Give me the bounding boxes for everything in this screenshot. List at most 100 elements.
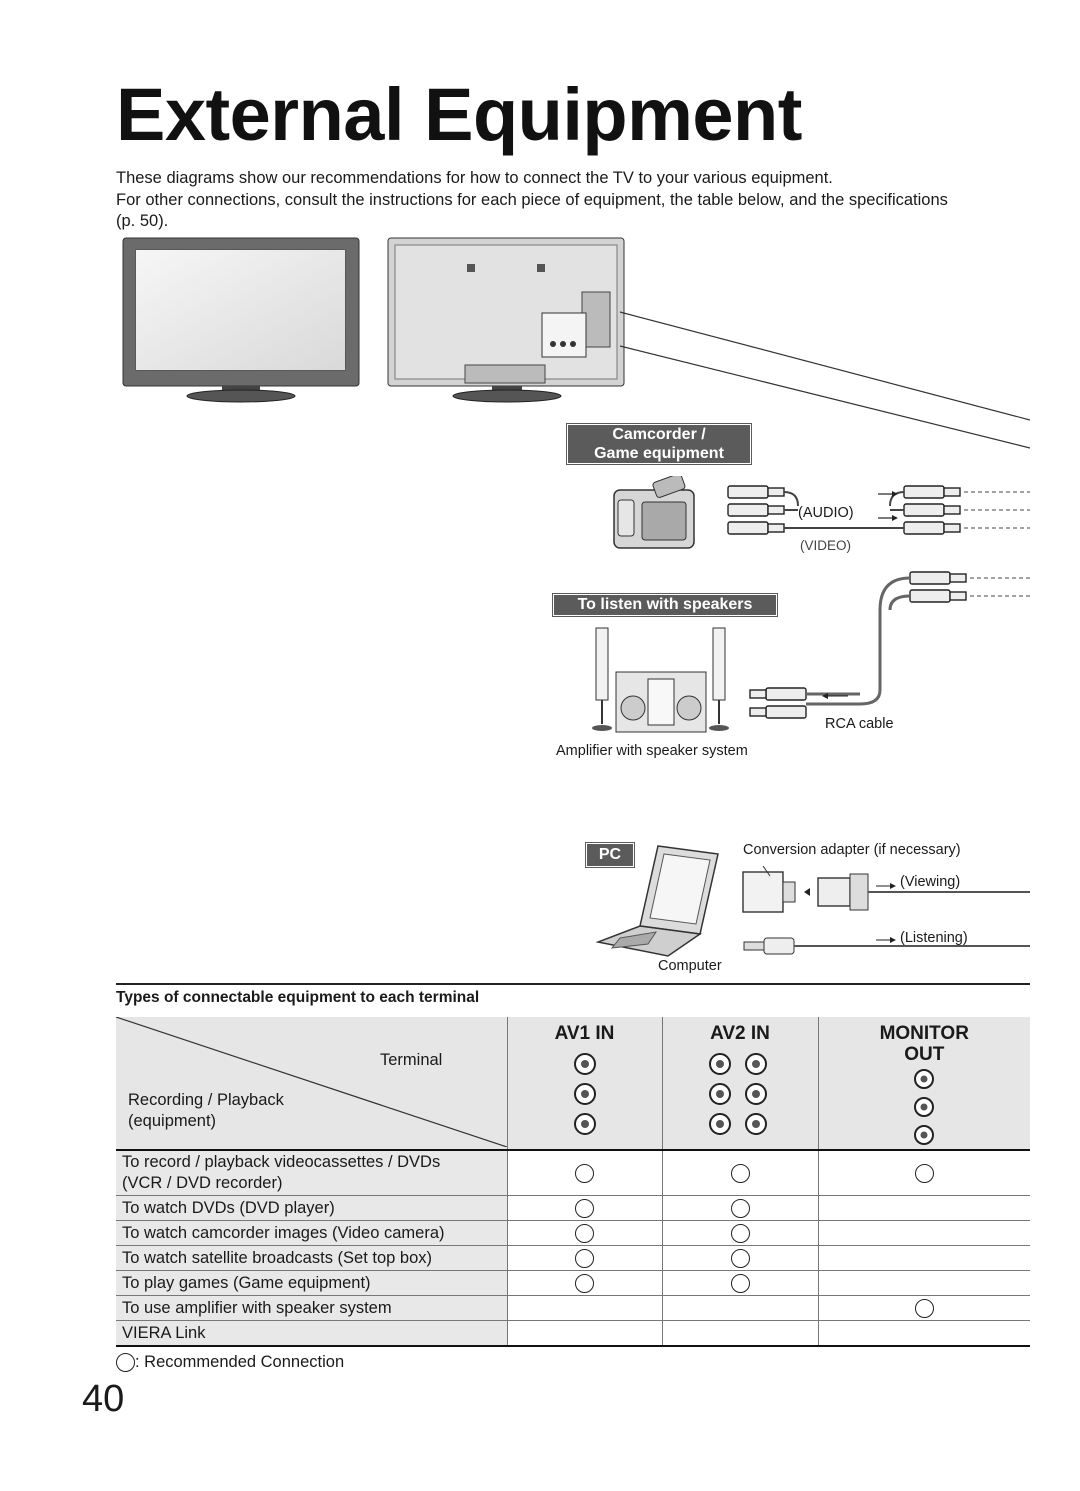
table-header-row: Terminal Recording / Playback (equipment… — [116, 1017, 1031, 1151]
page-title: External Equipment — [116, 73, 802, 156]
monitor-out-title-line2: OUT — [904, 1044, 945, 1065]
corner-terminal-label: Terminal — [380, 1051, 443, 1069]
intro-text: These diagrams show our recommendations … — [116, 168, 966, 233]
row-label: To record / playback videocassettes / DV… — [116, 1150, 507, 1196]
section-rule — [116, 983, 1030, 985]
monitor-cell — [817, 1320, 1030, 1347]
table-row: To use amplifier with speaker system — [116, 1295, 1030, 1321]
row-label-line1: To watch satellite broadcasts (Set top b… — [122, 1248, 432, 1267]
intro-line-2: For other connections, consult the instr… — [116, 190, 948, 231]
tv-rear-illustration — [387, 237, 625, 403]
listening-label: (Listening) — [900, 930, 968, 946]
av2-cell — [661, 1150, 818, 1196]
recommended-circle-icon — [575, 1223, 594, 1243]
row-label: To watch satellite broadcasts (Set top b… — [116, 1245, 507, 1271]
av2-cell — [661, 1220, 818, 1246]
camcorder-label-line2: Game equipment — [594, 445, 724, 462]
laptop-icon — [596, 845, 719, 957]
table-row: To watch DVDs (DVD player) — [116, 1195, 1030, 1221]
row-label: To play games (Game equipment) — [116, 1270, 507, 1296]
recommended-circle-icon — [914, 1163, 934, 1183]
table-row: To watch satellite broadcasts (Set top b… — [116, 1245, 1030, 1271]
av2-cell — [661, 1270, 818, 1296]
camcorder-rca-cables — [727, 485, 1030, 535]
av2-header: AV2 IN — [661, 1017, 818, 1151]
table-row: To play games (Game equipment) — [116, 1270, 1030, 1296]
av1-cell — [506, 1195, 662, 1221]
row-label-line1: To watch camcorder images (Video camera) — [122, 1223, 445, 1242]
corner-equipment-label: Recording / Playback (equipment) — [128, 1090, 284, 1132]
monitor-out-jacks-icon — [914, 1069, 935, 1145]
amplifier-speaker-icon — [592, 627, 729, 733]
monitor-cell — [817, 1195, 1030, 1221]
monitor-cell — [817, 1245, 1030, 1271]
camcorder-label: Camcorder / Game equipment — [567, 424, 751, 464]
av1-cell — [506, 1150, 662, 1196]
recommended-circle-icon — [730, 1198, 750, 1218]
speakers-label: To listen with speakers — [553, 594, 777, 616]
corner-equipment-line1: Recording / Playback — [128, 1091, 284, 1109]
recommended-circle-icon — [730, 1273, 750, 1293]
row-label-line1: VIERA Link — [122, 1323, 206, 1342]
audio-label: (AUDIO) — [798, 505, 854, 521]
tv-front-illustration — [122, 237, 360, 403]
av1-header: AV1 IN — [506, 1017, 662, 1151]
table-corner-cell: Terminal Recording / Playback (equipment… — [116, 1017, 507, 1151]
camcorder-icon — [613, 476, 695, 549]
legend-text: : Recommended Connection — [135, 1353, 345, 1371]
amplifier-caption: Amplifier with speaker system — [556, 743, 748, 759]
row-label: To watch camcorder images (Video camera) — [116, 1220, 507, 1246]
row-label-line1: To record / playback videocassettes / DV… — [122, 1153, 441, 1171]
connection-lines — [619, 311, 1030, 449]
av1-cell — [506, 1220, 662, 1246]
av1-cell — [506, 1245, 662, 1271]
monitor-cell — [817, 1150, 1030, 1196]
video-label: (VIDEO) — [800, 538, 852, 553]
monitor-cell — [817, 1295, 1030, 1321]
av2-cell — [661, 1295, 818, 1321]
corner-diagonal — [116, 1017, 507, 1147]
row-label: To watch DVDs (DVD player) — [116, 1195, 507, 1221]
row-label-line1: To use amplifier with speaker system — [122, 1298, 392, 1317]
recommended-circle-icon — [575, 1163, 594, 1183]
camcorder-label-line1: Camcorder / — [612, 426, 706, 443]
legend: : Recommended Connection — [116, 1353, 345, 1373]
computer-caption: Computer — [658, 958, 722, 974]
recommended-circle-icon — [730, 1223, 750, 1243]
table-row: To record / playback videocassettes / DV… — [116, 1150, 1030, 1196]
av2-title: AV2 IN — [710, 1023, 770, 1044]
monitor-cell — [817, 1220, 1030, 1246]
monitor-out-title-line1: MONITOR — [879, 1023, 969, 1044]
monitor-cell — [817, 1270, 1030, 1296]
table-row: VIERA Link — [116, 1320, 1030, 1347]
row-label: To use amplifier with speaker system — [116, 1295, 507, 1321]
av2-cell — [661, 1245, 818, 1271]
pc-label: PC — [586, 843, 634, 867]
recommended-circle-icon — [914, 1298, 934, 1318]
corner-equipment-line2: (equipment) — [128, 1112, 217, 1130]
monitor-out-title: MONITOR OUT — [819, 1023, 1031, 1065]
circle-icon — [116, 1353, 135, 1373]
av2-cell — [661, 1320, 818, 1347]
row-label: VIERA Link — [116, 1320, 507, 1347]
row-label-line2: (VCR / DVD recorder) — [122, 1174, 283, 1192]
av1-title: AV1 IN — [554, 1023, 615, 1044]
table-row: To watch camcorder images (Video camera) — [116, 1220, 1030, 1246]
av1-cell — [506, 1270, 662, 1296]
av2-cell — [661, 1195, 818, 1221]
viewing-label: (Viewing) — [900, 874, 961, 890]
recommended-circle-icon — [730, 1163, 750, 1183]
table-section-title: Types of connectable equipment to each t… — [116, 989, 480, 1006]
pc-adapter-cables — [742, 866, 1030, 955]
rca-cable-label: RCA cable — [825, 716, 894, 732]
av1-jacks-icon — [573, 1053, 596, 1135]
page-number: 40 — [82, 1378, 125, 1420]
recommended-circle-icon — [575, 1273, 594, 1293]
av2-jacks-icon — [709, 1053, 767, 1135]
recommended-circle-icon — [575, 1248, 594, 1268]
av1-cell — [506, 1320, 662, 1347]
row-label-line1: To play games (Game equipment) — [122, 1273, 371, 1292]
connection-table: Terminal Recording / Playback (equipment… — [116, 1017, 1030, 1347]
recommended-circle-icon — [730, 1248, 750, 1268]
intro-line-1: These diagrams show our recommendations … — [116, 169, 833, 187]
